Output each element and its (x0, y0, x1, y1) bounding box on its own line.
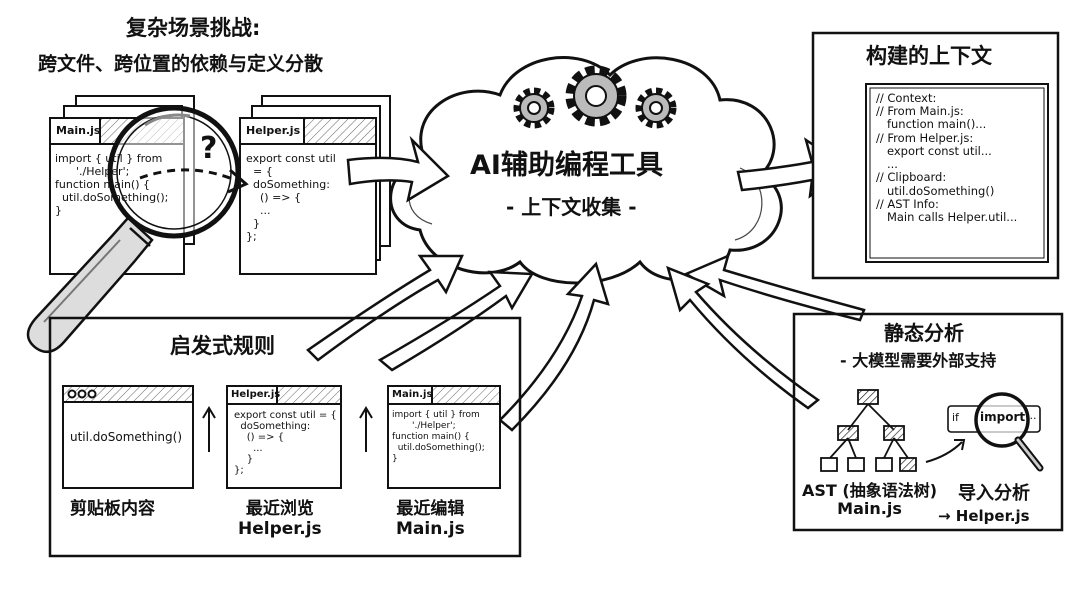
recent-edit-window (387, 385, 501, 489)
snippet-ellipsis: ... (1026, 409, 1037, 422)
recent-edit-label: 最近编辑 Main.js (396, 499, 465, 539)
recent-browse-window (226, 385, 342, 489)
import-analysis-label: 导入分析 (958, 483, 1030, 504)
clipboard-window (62, 385, 194, 489)
import-magnifier-icon (974, 392, 1044, 472)
up-arrow-icon (202, 406, 373, 452)
ast-label: AST (抽象语法树) Main.js (802, 481, 938, 519)
helper-js-window-stack (239, 95, 391, 275)
static-analysis-subtitle: - 大模型需要外部支持 (840, 351, 997, 370)
context-title: 构建的上下文 (866, 44, 992, 68)
context-line: Main calls Helper.util... (876, 209, 1018, 224)
static-analysis-panel (792, 312, 1064, 532)
recent-edit-filename: Main.js (392, 389, 433, 400)
tool-title: AI辅助编程工具 (470, 150, 663, 181)
context-lines: // Context: // From Main.js: function ma… (876, 91, 1018, 224)
arrow-heuristics-to-tool (306, 254, 610, 432)
context-line: // From Helper.js: (876, 130, 974, 145)
context-line: // AST Info: (876, 196, 939, 211)
context-line: // Context: (876, 91, 937, 105)
clipboard-code: util.doSomething() (70, 430, 183, 444)
context-line: // Clipboard: (876, 170, 947, 185)
context-line: function main()... (876, 117, 987, 132)
recent-browse-filename: Helper.js (231, 389, 281, 400)
heuristics-title: 启发式规则 (170, 334, 275, 358)
context-line: ... (876, 157, 898, 172)
snippet-if: if (952, 411, 959, 424)
question-mark-icon: ? (200, 131, 218, 166)
arrow-static-to-tool (666, 253, 866, 410)
context-line: export const util... (876, 143, 992, 158)
main-js-code: import { util } from './Helper'; functio… (55, 152, 169, 217)
ast-to-import-arrow (925, 439, 966, 463)
import-target-label: → Helper.js (938, 507, 1030, 525)
helper-js-code: export const util = { doSomething: () =>… (246, 152, 336, 243)
heuristics-panel (48, 316, 522, 558)
dependency-dashed-arrow (139, 168, 241, 184)
challenge-title: 复杂场景挑战: (126, 16, 261, 40)
snippet-import: import (980, 410, 1026, 424)
static-analysis-title: 静态分析 (884, 321, 964, 345)
challenge-subtitle: 跨文件、跨位置的依赖与定义分散 (38, 53, 324, 75)
tool-subtitle: - 上下文收集 - (506, 195, 637, 219)
recent-browse-label: 最近浏览 Helper.js (238, 499, 322, 539)
ast-tree-icon (820, 389, 917, 472)
context-line: // From Main.js: (876, 104, 964, 119)
arrow-challenge-to-tool (346, 135, 451, 203)
recent-browse-code: export const util = { doSomething: () =>… (234, 410, 337, 476)
main-js-filename: Main.js (56, 124, 101, 137)
helper-js-filename: Helper.js (246, 124, 301, 137)
context-panel (811, 31, 1060, 280)
dependency-arrow-head (227, 168, 249, 194)
gear-icon (513, 65, 677, 129)
clipboard-label: 剪贴板内容 (70, 499, 155, 519)
recent-edit-code: import { util } from './Helper'; functio… (392, 410, 485, 464)
context-line: util.doSomething() (876, 183, 995, 198)
